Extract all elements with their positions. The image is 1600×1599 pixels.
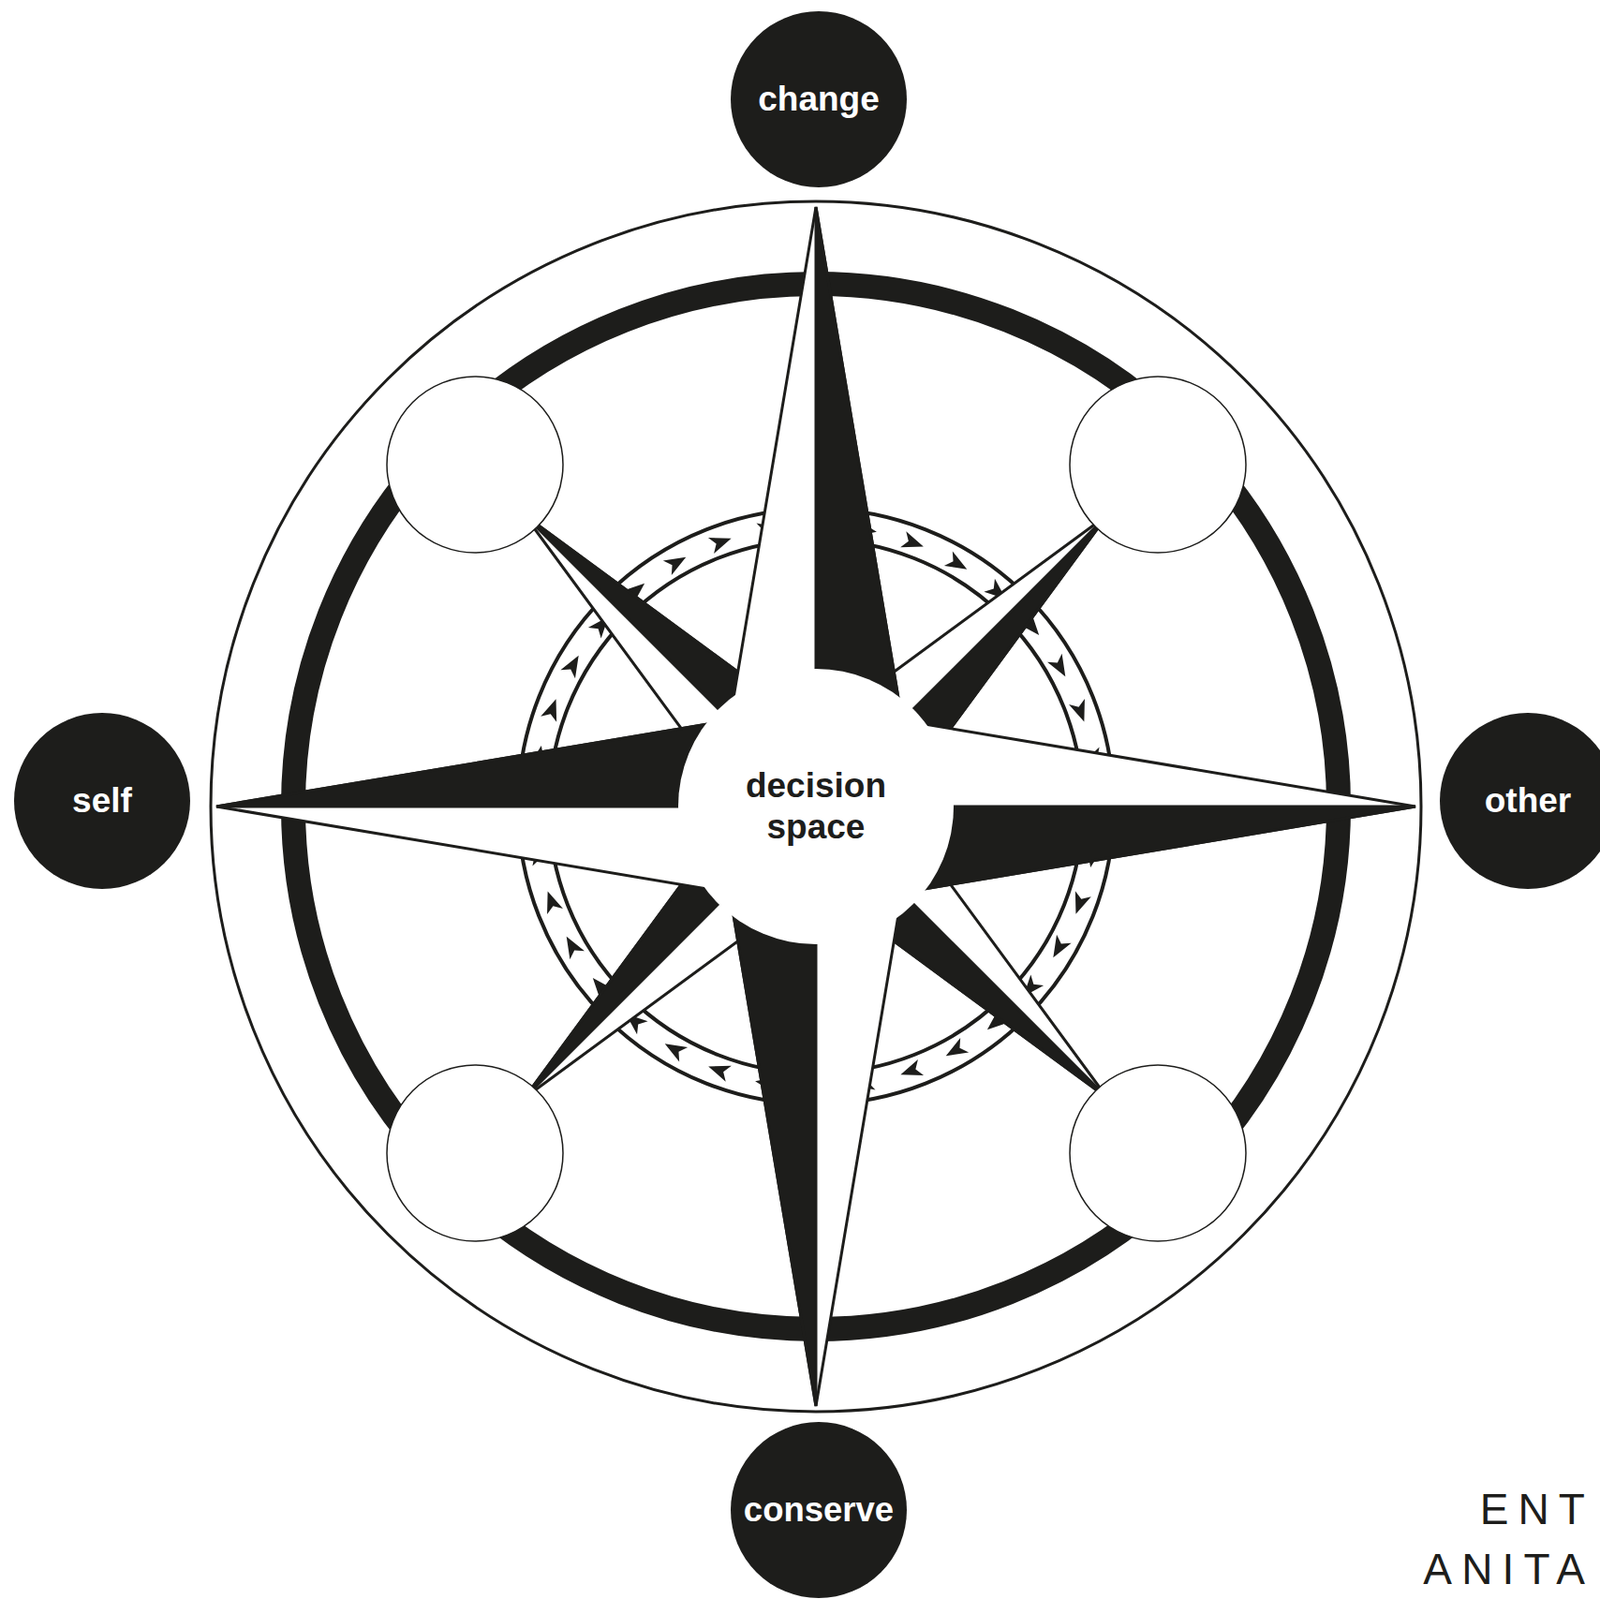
node-label: conserve xyxy=(743,1489,894,1531)
pole-circle: self xyxy=(14,712,191,889)
pole-circle: other xyxy=(1439,712,1600,889)
node-label: other xyxy=(1484,780,1572,822)
center-circle: decision space xyxy=(678,668,954,945)
pole-circle: conserve xyxy=(730,1422,907,1599)
main-star xyxy=(216,207,1416,1407)
outer-ring xyxy=(210,201,1422,1412)
node-label: change xyxy=(757,78,880,120)
circle-shape xyxy=(678,668,954,945)
credit-text: ENT xyxy=(1480,1487,1595,1531)
empty-circles xyxy=(386,376,1246,1242)
node-label: decision space xyxy=(726,765,905,849)
pole-circle: change xyxy=(730,11,907,188)
node-label: self xyxy=(72,780,133,822)
credit-text: ANITA xyxy=(1422,1547,1595,1591)
